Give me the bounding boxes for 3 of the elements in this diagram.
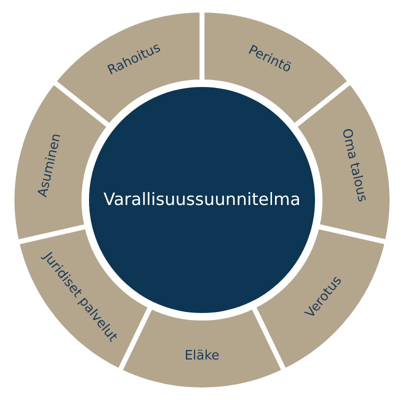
segment-label: Oma talous: [338, 127, 370, 204]
center-label: Varallisuussuunnitelma: [103, 190, 301, 210]
segment-label: Eläke: [184, 348, 220, 364]
